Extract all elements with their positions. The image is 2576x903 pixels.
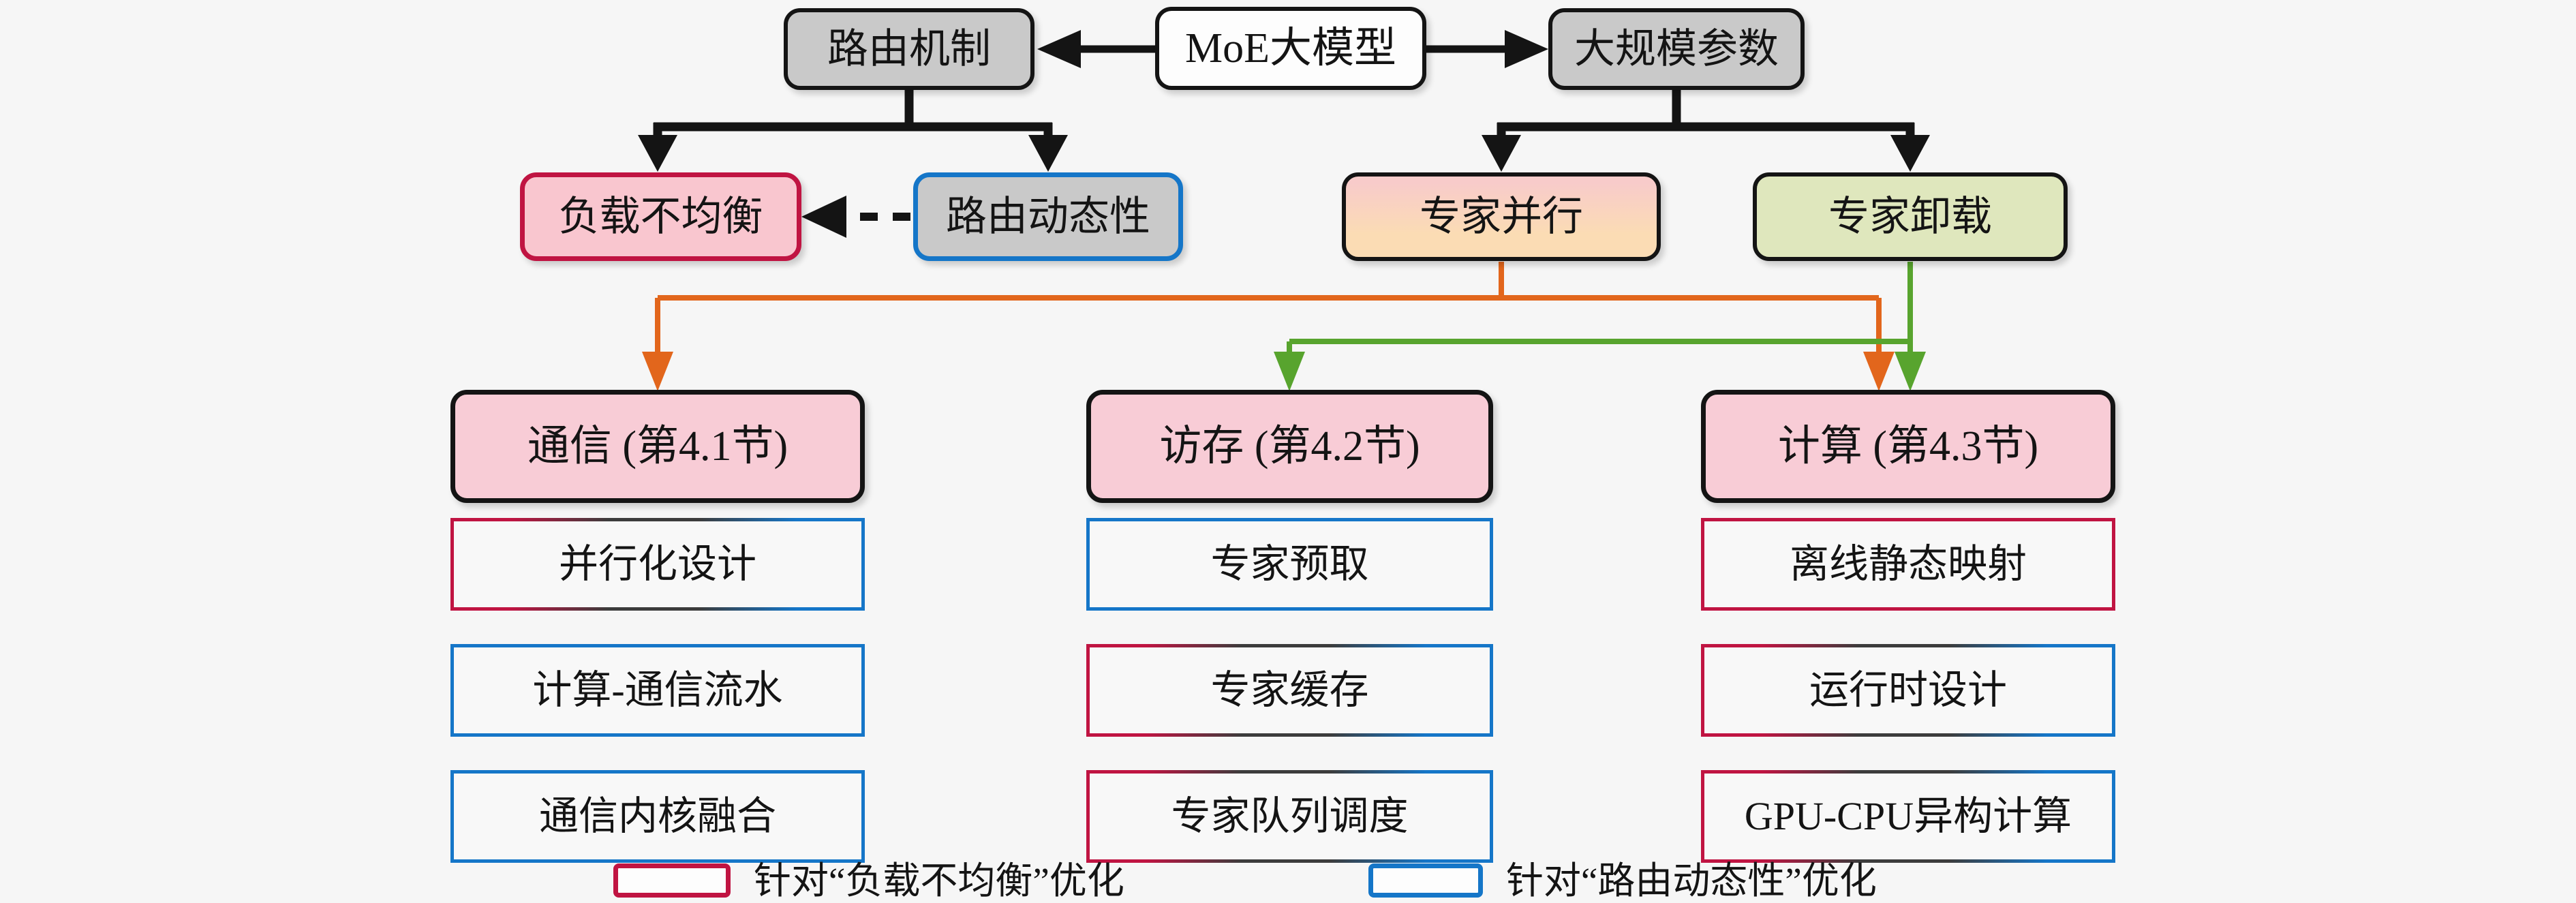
- arrow-root-to-params: [1426, 30, 1548, 68]
- node-load-imbalance: 负载不均衡: [520, 172, 801, 261]
- connector-expert-offload: [1274, 262, 1926, 391]
- item-expert-queue-scheduling: 专家队列调度: [1086, 770, 1493, 863]
- legend-label-imbalance: 针对“负载不均衡”优化: [754, 859, 1124, 902]
- arrow-dynamics-to-imbalance: [801, 196, 910, 238]
- legend-load-imbalance: 针对“负载不均衡”优化: [613, 859, 1124, 902]
- legend-swatch-dynamic: [1368, 863, 1483, 898]
- item-compute-comm-pipeline: 计算-通信流水: [450, 644, 865, 737]
- header-communication: 通信 (第4.1节): [450, 390, 865, 503]
- item-offline-static-mapping: 离线静态映射: [1701, 518, 2115, 611]
- item-expert-prefetch: 专家预取: [1086, 518, 1493, 611]
- node-expert-parallel: 专家并行: [1342, 172, 1661, 261]
- item-parallel-design: 并行化设计: [450, 518, 865, 611]
- node-large-scale-params: 大规模参数: [1548, 8, 1805, 90]
- node-routing-mechanism: 路由机制: [784, 8, 1034, 90]
- item-expert-cache: 专家缓存: [1086, 644, 1493, 737]
- tree-params-branches: [1482, 89, 1930, 172]
- item-runtime-design: 运行时设计: [1701, 644, 2115, 737]
- node-routing-dynamics: 路由动态性: [913, 172, 1183, 261]
- legend-label-dynamic: 针对“路由动态性”优化: [1506, 859, 1877, 902]
- item-gpu-cpu-hetero-compute: GPU-CPU异构计算: [1701, 770, 2115, 863]
- item-comm-kernel-fusion: 通信内核融合: [450, 770, 865, 863]
- arrow-root-to-routing: [1037, 30, 1155, 68]
- legend-routing-dynamics: 针对“路由动态性”优化: [1368, 859, 1877, 902]
- header-memory-access: 访存 (第4.2节): [1086, 390, 1493, 503]
- legend-swatch-imbalance: [613, 863, 731, 898]
- node-moe-root: MoE大模型: [1155, 7, 1426, 90]
- tree-routing-branches: [638, 89, 1068, 172]
- header-compute: 计算 (第4.3节): [1701, 390, 2115, 503]
- node-expert-offload: 专家卸载: [1753, 172, 2068, 261]
- connector-expert-parallel: [642, 262, 1895, 391]
